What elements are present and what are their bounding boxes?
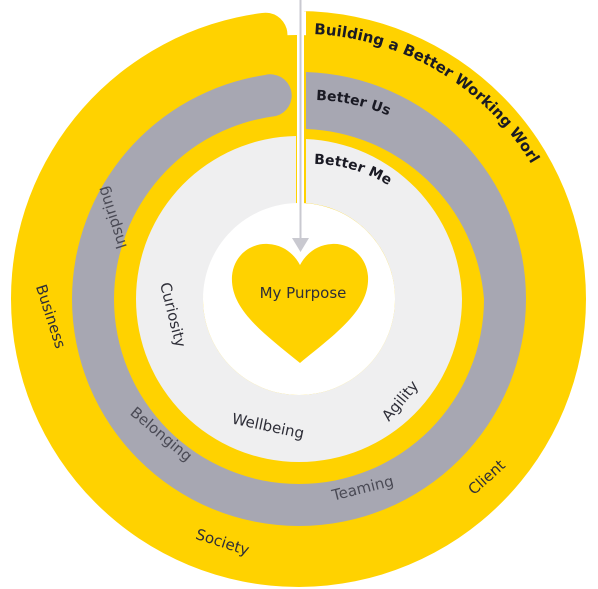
inner-ring-shape — [136, 136, 462, 462]
inner-ring — [136, 136, 462, 462]
center-label: My Purpose — [260, 284, 347, 302]
arrow-pointer — [292, 0, 309, 252]
heart-icon — [231, 243, 369, 363]
